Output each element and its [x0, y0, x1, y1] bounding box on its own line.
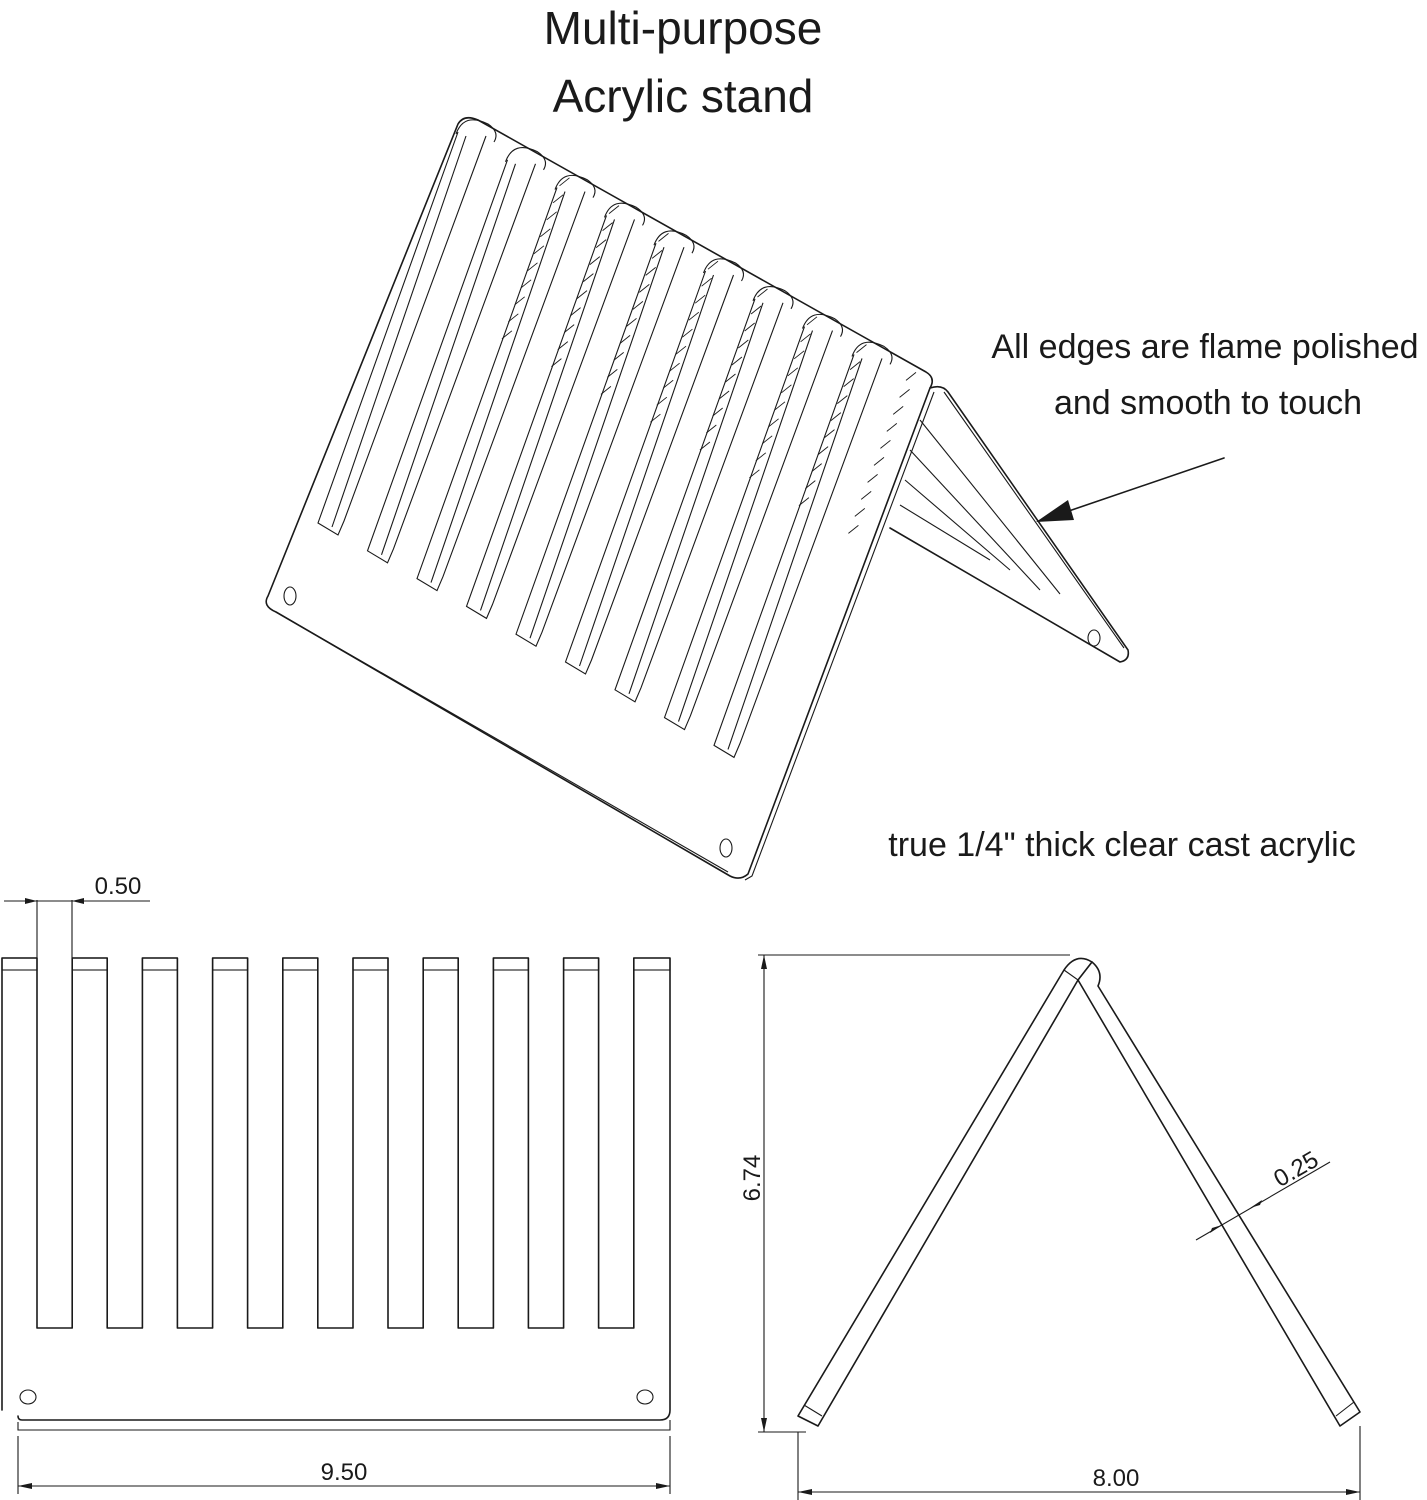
iso-back-panel: [889, 385, 1130, 663]
dim-height-label: 6.74: [739, 1155, 766, 1202]
iso-front-panel: [265, 116, 934, 879]
iso-finger-cap: [603, 202, 646, 226]
front-finger-top: [1, 957, 38, 971]
iso-finger-cap: [851, 341, 893, 365]
iso-hole-back: [1087, 629, 1101, 647]
front-finger-tops: [1, 957, 671, 971]
front-hole-right: [636, 1389, 654, 1405]
dim-base-width: [797, 1426, 1361, 1500]
iso-finger-cap: [702, 258, 745, 282]
iso-finger: [663, 326, 834, 731]
front-hole-left: [19, 1389, 37, 1405]
front-elevation: 0.50 9.50: [1, 873, 671, 1494]
dim-slot-width-label: 0.50: [95, 873, 142, 900]
iso-finger-cap: [653, 230, 695, 254]
iso-finger: [416, 187, 586, 592]
edges-note-line-1: All edges are flame polished: [991, 328, 1418, 366]
title-line-1: Multi-purpose: [544, 2, 823, 54]
edges-note-line-2: and smooth to touch: [1054, 384, 1362, 422]
iso-finger-cap: [554, 174, 596, 198]
front-finger-top: [352, 957, 389, 971]
isometric-view: [265, 116, 1130, 881]
iso-finger-cap: [504, 147, 547, 171]
iso-hole-right: [719, 838, 733, 858]
side-right-leg: [1077, 961, 1361, 1427]
front-finger-top: [422, 957, 459, 971]
front-finger-top: [563, 957, 600, 971]
dim-panel-width-label: 9.50: [321, 1459, 368, 1486]
callout-arrow: [1036, 457, 1225, 522]
iso-hole-left: [283, 586, 297, 606]
side-elevation: 6.74 8.00 0.25: [739, 954, 1361, 1500]
dim-height: [758, 954, 1070, 1433]
dim-thickness-label: 0.25: [1269, 1146, 1323, 1193]
front-finger-top: [492, 957, 529, 971]
iso-fingers: [317, 119, 917, 759]
dim-panel-width: [17, 1436, 671, 1494]
front-finger-top: [141, 957, 178, 971]
iso-finger-cap: [801, 313, 844, 337]
iso-finger: [713, 354, 883, 759]
dim-base-width-label: 8.00: [1093, 1465, 1140, 1492]
iso-finger: [614, 298, 784, 703]
iso-finger-cap: [455, 119, 497, 143]
front-finger-top: [71, 957, 108, 971]
side-left-leg: [797, 957, 1093, 1427]
iso-finger: [366, 159, 537, 564]
iso-finger: [317, 131, 487, 536]
dim-slot-width: [4, 898, 150, 958]
iso-finger: [465, 215, 636, 620]
iso-finger-cap: [752, 286, 794, 310]
dim-thickness: [1195, 1161, 1331, 1241]
material-note: true 1/4" thick clear cast acrylic: [888, 826, 1355, 864]
iso-finger: [515, 243, 685, 647]
front-outline: [1, 957, 671, 1421]
iso-finger: [564, 270, 735, 675]
title-line-2: Acrylic stand: [553, 70, 814, 122]
front-finger-top: [212, 957, 249, 971]
front-finger-top: [633, 957, 671, 971]
front-finger-top: [282, 957, 319, 971]
